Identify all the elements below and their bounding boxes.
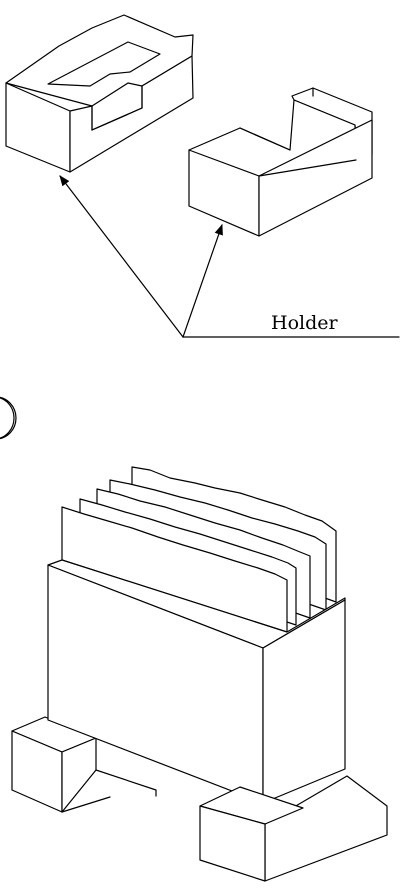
holder-leader-lines (59, 175, 400, 338)
holder-right-side-face (258, 119, 373, 237)
holder-body-side (262, 599, 346, 804)
holder-left-part (5, 14, 194, 173)
leader-arrow-right (182, 223, 223, 338)
holder-left-slot (47, 41, 161, 87)
sheet-1 (61, 506, 288, 633)
assembly-view (11, 466, 388, 882)
holder-right-part (188, 87, 373, 237)
leader-arrow-left (59, 175, 184, 338)
base-foot-right-front (199, 805, 266, 882)
holder-label: Holder (271, 312, 338, 334)
step-circle-marker (0, 396, 17, 440)
